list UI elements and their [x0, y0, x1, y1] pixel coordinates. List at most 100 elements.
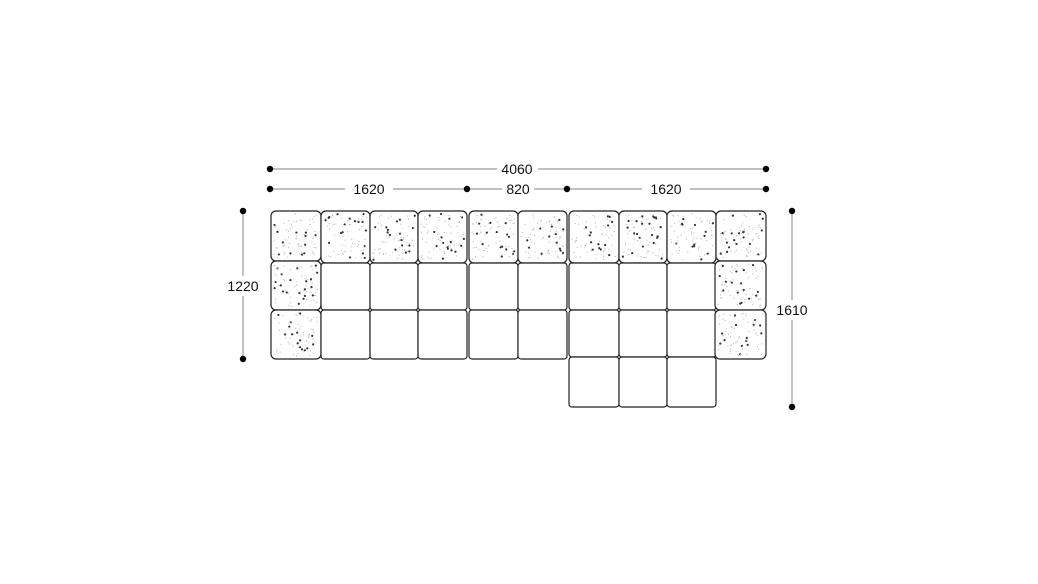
fabric-speck	[443, 231, 446, 234]
fabric-speck	[743, 230, 745, 232]
fabric-speck	[311, 328, 313, 330]
fabric-speck	[655, 254, 657, 257]
fabric-speck	[420, 257, 423, 259]
fabric-speck	[611, 244, 613, 246]
fabric-speck	[532, 217, 535, 219]
fabric-speck	[298, 346, 302, 349]
fabric-speck	[361, 252, 365, 255]
fabric-speck	[406, 242, 408, 244]
fabric-speck	[594, 216, 596, 218]
fabric-speck	[742, 269, 745, 272]
fabric-speck	[556, 244, 558, 247]
fabric-speck	[576, 215, 578, 217]
fabric-speck	[757, 275, 759, 278]
fabric-speck	[444, 220, 446, 222]
fabric-speck	[762, 313, 764, 315]
fabric-speck	[429, 216, 431, 218]
fabric-speck	[731, 214, 734, 217]
fabric-speck	[635, 220, 638, 223]
fabric-speck	[391, 251, 394, 253]
fabric-speck	[729, 270, 732, 272]
fabric-speck	[555, 219, 557, 221]
fabric-speck	[460, 244, 463, 247]
fabric-speck	[314, 291, 316, 294]
fabric-speck	[282, 265, 285, 267]
fabric-speck	[299, 219, 301, 221]
fabric-speck	[274, 317, 276, 320]
fabric-speck	[576, 246, 578, 249]
fabric-speck	[383, 253, 385, 256]
fabric-speck	[761, 354, 763, 356]
fabric-speck	[275, 247, 277, 249]
fabric-speck	[599, 248, 602, 251]
dim-label-right: 1620	[650, 181, 681, 197]
fabric-speck	[585, 243, 588, 245]
fabric-speck	[674, 230, 676, 232]
fabric-speck	[606, 218, 608, 220]
fabric-speck	[313, 253, 315, 255]
fabric-speck	[757, 226, 759, 228]
fabric-speck	[379, 248, 381, 250]
fabric-speck	[486, 250, 488, 252]
fabric-speck	[746, 339, 748, 341]
fabric-speck	[690, 227, 692, 229]
fabric-speck	[314, 243, 316, 245]
fabric-speck	[422, 258, 424, 260]
fabric-speck	[471, 258, 474, 260]
fabric-speck	[478, 248, 480, 250]
fabric-speck	[283, 242, 285, 244]
fabric-speck	[309, 320, 311, 322]
fabric-speck	[294, 285, 296, 288]
fabric-speck	[389, 255, 391, 257]
fabric-speck	[348, 224, 350, 226]
fabric-speck	[637, 255, 639, 257]
fabric-speck	[296, 342, 299, 345]
fabric-speck	[747, 249, 749, 252]
fabric-speck	[742, 231, 745, 234]
fabric-speck	[462, 247, 464, 249]
fabric-speck	[425, 241, 427, 243]
fabric-speck	[542, 226, 544, 228]
fabric-speck	[366, 216, 368, 219]
fabric-speck	[608, 237, 610, 239]
fabric-speck	[729, 294, 731, 297]
fabric-speck	[457, 232, 459, 234]
fabric-speck	[639, 241, 641, 243]
fabric-speck	[380, 214, 382, 216]
fabric-speck	[458, 244, 460, 246]
fabric-speck	[584, 226, 588, 229]
fabric-speck	[407, 215, 409, 217]
fabric-speck	[476, 214, 478, 217]
fabric-speck	[292, 345, 294, 347]
fabric-speck	[757, 253, 760, 256]
fabric-speck	[428, 257, 430, 260]
fabric-speck	[559, 249, 562, 252]
chaise-cushion	[666, 356, 717, 408]
fabric-speck	[678, 253, 680, 255]
fabric-speck	[647, 218, 649, 221]
fabric-speck	[306, 317, 308, 319]
fabric-speck	[315, 301, 318, 303]
fabric-speck	[725, 277, 727, 279]
fabric-speck	[355, 257, 357, 259]
fabric-speck	[718, 274, 721, 278]
fabric-speck	[333, 250, 335, 252]
seat-cushion	[618, 309, 668, 358]
fabric-speck	[751, 240, 754, 242]
fabric-speck	[273, 240, 275, 242]
fabric-speck	[590, 250, 592, 252]
fabric-speck	[755, 254, 757, 256]
fabric-speck	[559, 236, 561, 238]
fabric-speck	[703, 254, 706, 256]
fabric-speck	[627, 214, 630, 216]
fabric-speck	[652, 227, 654, 229]
fabric-speck	[481, 243, 484, 246]
fabric-speck	[646, 252, 648, 254]
fabric-speck	[703, 234, 706, 237]
fabric-speck	[682, 259, 684, 261]
fabric-speck	[352, 242, 354, 244]
fabric-speck	[282, 278, 285, 281]
fabric-speck	[760, 332, 763, 335]
fabric-speck	[303, 349, 306, 352]
fabric-speck	[340, 249, 343, 252]
